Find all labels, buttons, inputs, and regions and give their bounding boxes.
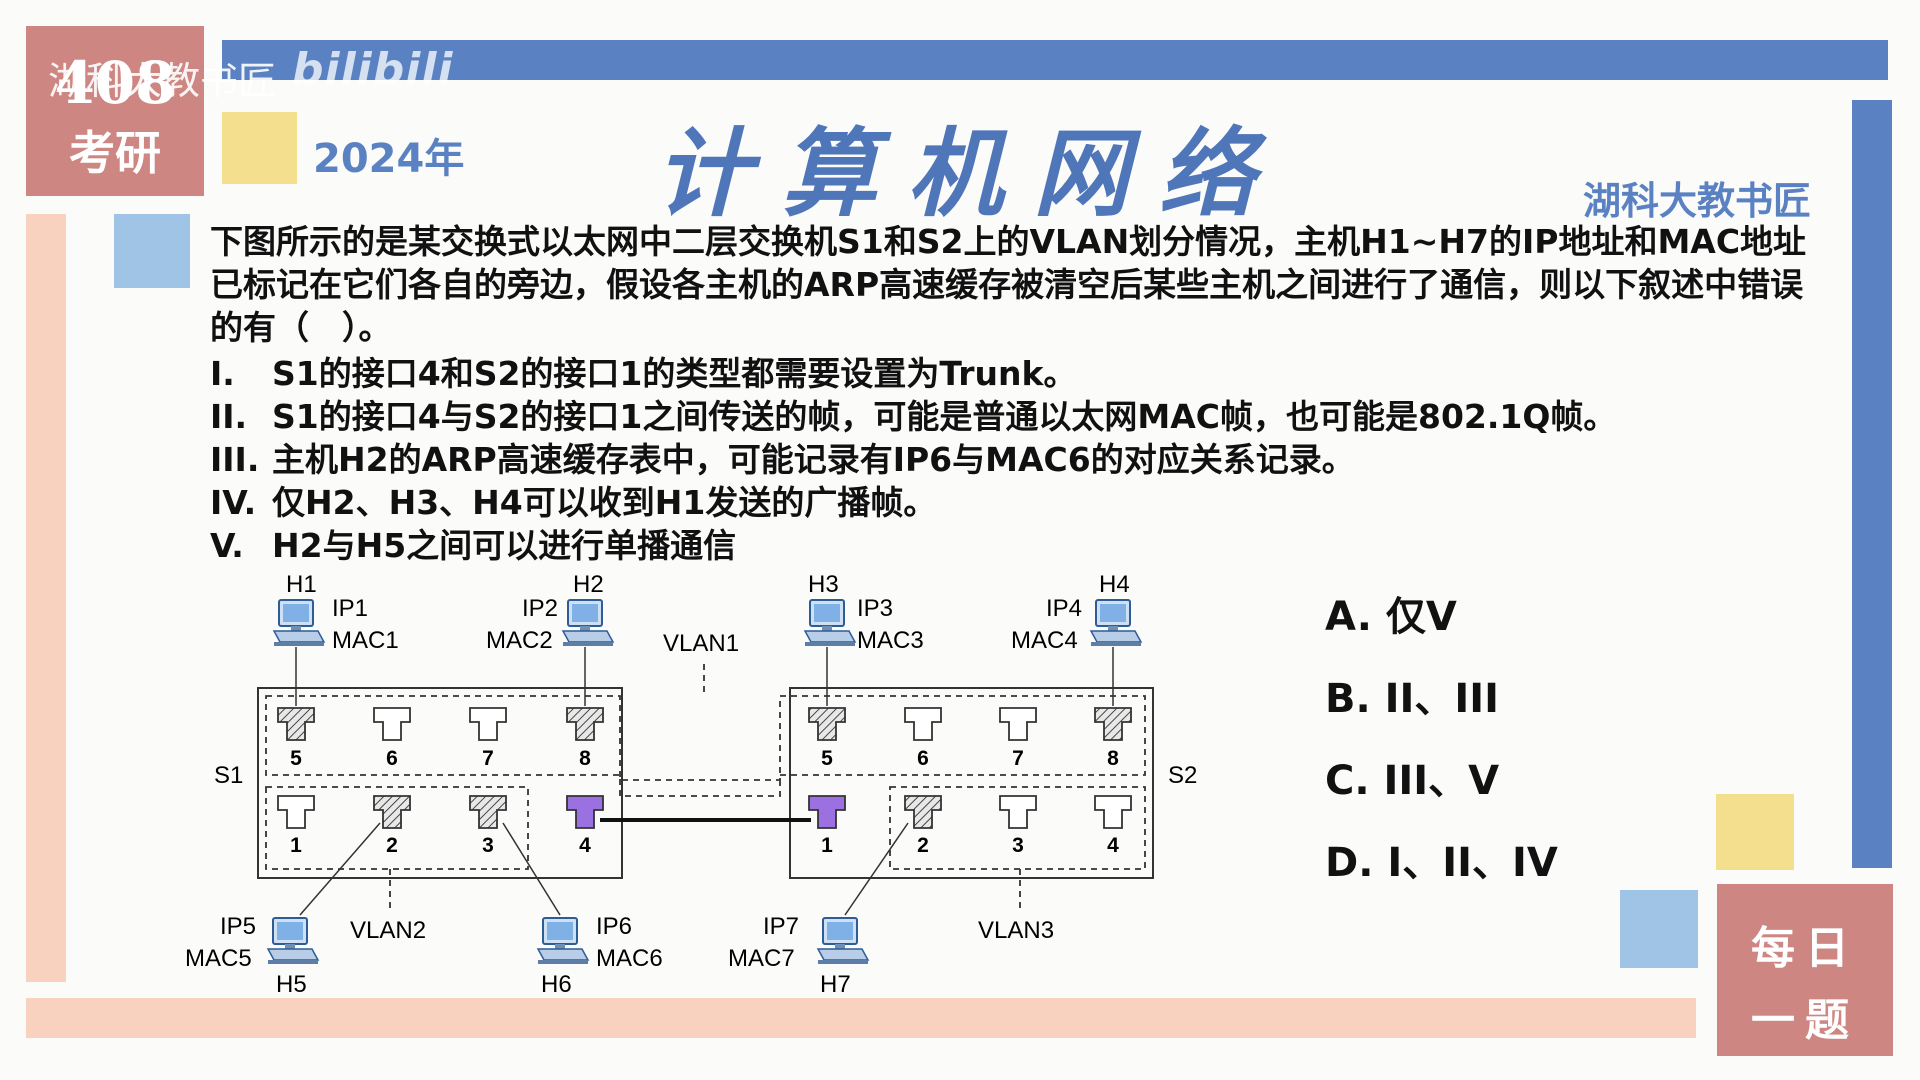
statement-5: V.H2与H5之间可以进行单播通信 [210, 526, 737, 565]
statement-4: IV.仅H2、H3、H4可以收到H1发送的广播帧。 [210, 483, 937, 522]
label-vlan1: VLAN1 [663, 630, 739, 657]
host-name-h5: H5 [276, 971, 307, 998]
s1-port-5 [277, 707, 315, 741]
option-c[interactable]: C. III、V [1325, 758, 1500, 804]
s2-port-3 [999, 795, 1037, 829]
badge-daily-question: 每日 一题 [1717, 884, 1893, 1056]
s2-port-8 [1094, 707, 1132, 741]
option-a[interactable]: A. 仅V [1325, 594, 1457, 640]
label-vlan3: VLAN3 [978, 917, 1054, 944]
s1-port-num: 6 [386, 747, 398, 770]
s2-port-num: 1 [821, 834, 833, 857]
host-mac-h2: MAC2 [486, 627, 553, 654]
label-s2: S2 [1168, 762, 1197, 789]
host-name-h4: H4 [1099, 571, 1130, 598]
author-label: 湖科大教书匠 [1583, 179, 1812, 223]
s2-port-num: 5 [821, 747, 833, 770]
host-name-h3: H3 [808, 571, 839, 598]
s1-port-4 [566, 795, 604, 829]
blue-square-bottom [1620, 890, 1698, 968]
blue-square-left [114, 214, 190, 288]
s2-port-num: 2 [917, 834, 929, 857]
host-name-h6: H6 [541, 971, 572, 998]
host-mac-h7: MAC7 [728, 945, 795, 972]
top-blue-bar [222, 40, 1888, 80]
right-blue-bar [1852, 100, 1892, 868]
badge-number: 408 [54, 49, 176, 117]
host-mac-h3: MAC3 [857, 627, 924, 654]
host-ip-h4: IP4 [1046, 595, 1082, 622]
pc-icon-h4 [1090, 599, 1142, 647]
bottom-pink-bar [26, 998, 1696, 1038]
s1-port-num: 1 [290, 834, 302, 857]
s1-port-num: 5 [290, 747, 302, 770]
label-s1: S1 [214, 762, 243, 789]
s2-port-num: 8 [1107, 747, 1119, 770]
yellow-square-right [1716, 794, 1794, 870]
s1-port-7 [469, 707, 507, 741]
s1-port-8 [566, 707, 604, 741]
host-ip-h1: IP1 [332, 595, 368, 622]
s1-port-num: 2 [386, 834, 398, 857]
left-pink-bar [26, 214, 66, 982]
s2-port-4 [1094, 795, 1132, 829]
question-text: 下图所示的是某交换式以太网中二层交换机S1和S2上的VLAN划分情况，主机H1~… [210, 222, 1807, 347]
s2-port-1 [808, 795, 846, 829]
watermark-text: 湖科大教书匠 [48, 59, 277, 103]
s2-port-num: 7 [1012, 747, 1024, 770]
option-d[interactable]: D. I、II、IV [1325, 840, 1558, 886]
host-ip-h7: IP7 [763, 913, 799, 940]
badge-label: 考研 [69, 126, 161, 180]
s1-port-num: 3 [482, 834, 494, 857]
statement-3: III.主机H2的ARP高速缓存表中，可能记录有IP6与MAC6的对应关系记录。 [210, 440, 1355, 479]
host-mac-h1: MAC1 [332, 627, 399, 654]
host-ip-h6: IP6 [596, 913, 632, 940]
pc-icon-h5 [267, 917, 319, 965]
host-name-h7: H7 [820, 971, 851, 998]
page-title: 计算机网络 [655, 117, 1285, 230]
s2-port-num: 4 [1107, 834, 1119, 857]
badge2-line2: 一题 [1751, 995, 1859, 1046]
s1-port-6 [373, 707, 411, 741]
s2-port-2 [904, 795, 942, 829]
host-name-h1: H1 [286, 571, 317, 598]
s1-port-num: 8 [579, 747, 591, 770]
badge2-line1: 每日 [1751, 923, 1859, 974]
statement-1: I.S1的接口4和S2的接口1的类型都需要设置为Trunk。 [210, 354, 1077, 393]
s1-port-num: 4 [579, 834, 591, 857]
switch-s2 [789, 687, 1154, 879]
bilibili-logo: bilibili [292, 44, 454, 95]
host-mac-h5: MAC5 [185, 945, 252, 972]
host-name-h2: H2 [573, 571, 604, 598]
host-ip-h5: IP5 [220, 913, 256, 940]
s2-port-num: 3 [1012, 834, 1024, 857]
s2-port-6 [904, 707, 942, 741]
year-label: 2024年 [313, 136, 465, 182]
option-b[interactable]: B. II、III [1325, 676, 1500, 722]
s1-port-3 [469, 795, 507, 829]
s2-port-num: 6 [917, 747, 929, 770]
s1-port-2 [373, 795, 411, 829]
host-mac-h4: MAC4 [1011, 627, 1078, 654]
host-ip-h2: IP2 [522, 595, 558, 622]
s1-port-num: 7 [482, 747, 494, 770]
pc-icon-h6 [537, 917, 589, 965]
label-vlan2: VLAN2 [350, 917, 426, 944]
statement-2: II.S1的接口4与S2的接口1之间传送的帧，可能是普通以太网MAC帧，也可能是… [210, 397, 1617, 436]
host-ip-h3: IP3 [857, 595, 893, 622]
pc-icon-h1 [273, 599, 325, 647]
switch-s1 [257, 687, 623, 879]
s1-port-1 [277, 795, 315, 829]
s2-port-7 [999, 707, 1037, 741]
host-mac-h6: MAC6 [596, 945, 663, 972]
pc-icon-h2 [562, 599, 614, 647]
pc-icon-h7 [817, 917, 869, 965]
badge-408-kaoyan: 408 考研 [26, 26, 204, 196]
pc-icon-h3 [804, 599, 856, 647]
yellow-square-top [222, 112, 297, 184]
s2-port-5 [808, 707, 846, 741]
